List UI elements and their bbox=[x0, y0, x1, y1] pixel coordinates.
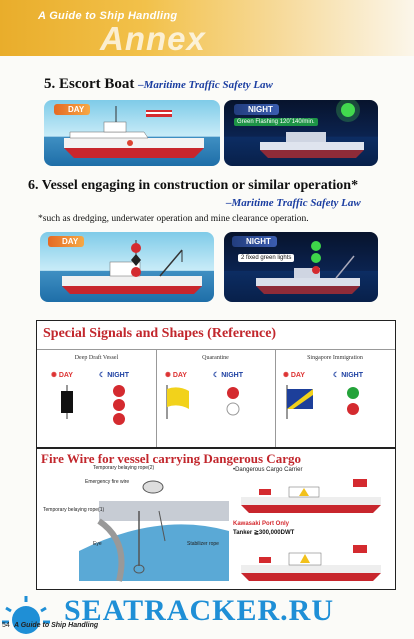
night-tag: NIGHT bbox=[232, 236, 277, 247]
fire-wire-title: Fire Wire for vessel carrying Dangerous … bbox=[41, 451, 301, 466]
label-emergency-fire-wire: Emergency fire wire bbox=[85, 479, 130, 485]
night-label: ☾ NIGHT bbox=[99, 372, 130, 379]
day-tag: DAY bbox=[48, 236, 85, 247]
section5-heading: 5. Escort Boat –Maritime Traffic Safety … bbox=[44, 76, 273, 93]
yellow-flag bbox=[166, 385, 189, 419]
construction-night-note: 2 fixed green lights bbox=[238, 254, 295, 262]
divider bbox=[156, 349, 157, 447]
day-label: ✺ DAY bbox=[165, 372, 187, 379]
annex-title: Annex bbox=[100, 20, 206, 57]
section6-law: –Maritime Traffic Safety Law bbox=[226, 197, 361, 209]
fire-wire-box: Fire Wire for vessel carrying Dangerous … bbox=[36, 448, 396, 590]
three-red-lights bbox=[113, 385, 125, 425]
night-tag: NIGHT bbox=[234, 104, 279, 115]
section6-star: * bbox=[351, 178, 359, 193]
special-signals-box: Special Signals and Shapes (Reference) D… bbox=[36, 320, 396, 448]
day-label: ✺ DAY bbox=[283, 372, 305, 379]
label-eye: Eye bbox=[93, 541, 102, 547]
escort-night-panel: NIGHT Green Flashing 120˚140/min. bbox=[224, 100, 378, 166]
label-belaying-rope-2: Temporary belaying rope(2) bbox=[93, 465, 155, 471]
watermark: SEATRACKER.RU bbox=[64, 594, 334, 627]
day-label: ✺ DAY bbox=[51, 372, 73, 379]
escort-day-ship bbox=[64, 106, 204, 158]
day-tag: DAY bbox=[54, 104, 91, 115]
construction-day-panel: DAY bbox=[40, 232, 214, 302]
kawasaki-port-only: Kawasaki Port Only bbox=[233, 521, 290, 527]
escort-day-panel: DAY bbox=[44, 100, 220, 166]
section6-note: *such as dredging, underwater operation … bbox=[38, 214, 309, 224]
dangerous-cargo-ship bbox=[241, 479, 381, 513]
col-deep-draft: Deep Draft Vessel bbox=[74, 355, 119, 361]
cylinder-shape bbox=[61, 385, 73, 419]
guide-title: A Guide to Ship Handling bbox=[38, 10, 178, 22]
sun-logo-icon bbox=[2, 596, 50, 634]
divider bbox=[37, 349, 395, 350]
escort-night-note: Green Flashing 120˚140/min. bbox=[234, 118, 318, 126]
dangerous-cargo-carrier-label: •Dangerous Cargo Carrier bbox=[233, 467, 303, 473]
night-label: ☾ NIGHT bbox=[213, 372, 244, 379]
section6-heading: 6. Vessel engaging in construction or si… bbox=[28, 178, 400, 194]
col-singapore: Singapore Immigration bbox=[307, 355, 363, 361]
page-number: 54 bbox=[2, 622, 10, 629]
header-band bbox=[0, 0, 414, 56]
divider bbox=[275, 349, 276, 447]
construction-night-ship bbox=[256, 241, 360, 294]
col-quarantine: Quarantine bbox=[202, 355, 229, 361]
label-stabilizer-rope: Stabilizer rope bbox=[187, 541, 219, 547]
label-belaying-rope-1: Temporary belaying rope(1) bbox=[43, 507, 105, 513]
red-white-lights bbox=[226, 387, 240, 416]
night-label: ☾ NIGHT bbox=[333, 372, 364, 379]
special-signals-title: Special Signals and Shapes (Reference) bbox=[43, 326, 277, 341]
section5-title: 5. Escort Boat bbox=[44, 76, 135, 92]
fire-wire-diagram bbox=[79, 480, 229, 582]
section5-law: –Maritime Traffic Safety Law bbox=[138, 79, 273, 91]
footer-section: A Guide to Ship Handling bbox=[14, 622, 99, 629]
blue-yellow-flag bbox=[286, 385, 313, 419]
construction-night-panel: NIGHT 2 fixed green lights bbox=[224, 232, 378, 302]
green-red-lights bbox=[347, 387, 359, 415]
section6-title: 6. Vessel engaging in construction or si… bbox=[28, 178, 352, 193]
construction-day-ship bbox=[62, 240, 202, 294]
tanker-ship bbox=[241, 545, 381, 581]
tanker-dwt: Tanker ≧300,000DWT bbox=[233, 530, 295, 536]
escort-night-ship bbox=[260, 100, 364, 158]
